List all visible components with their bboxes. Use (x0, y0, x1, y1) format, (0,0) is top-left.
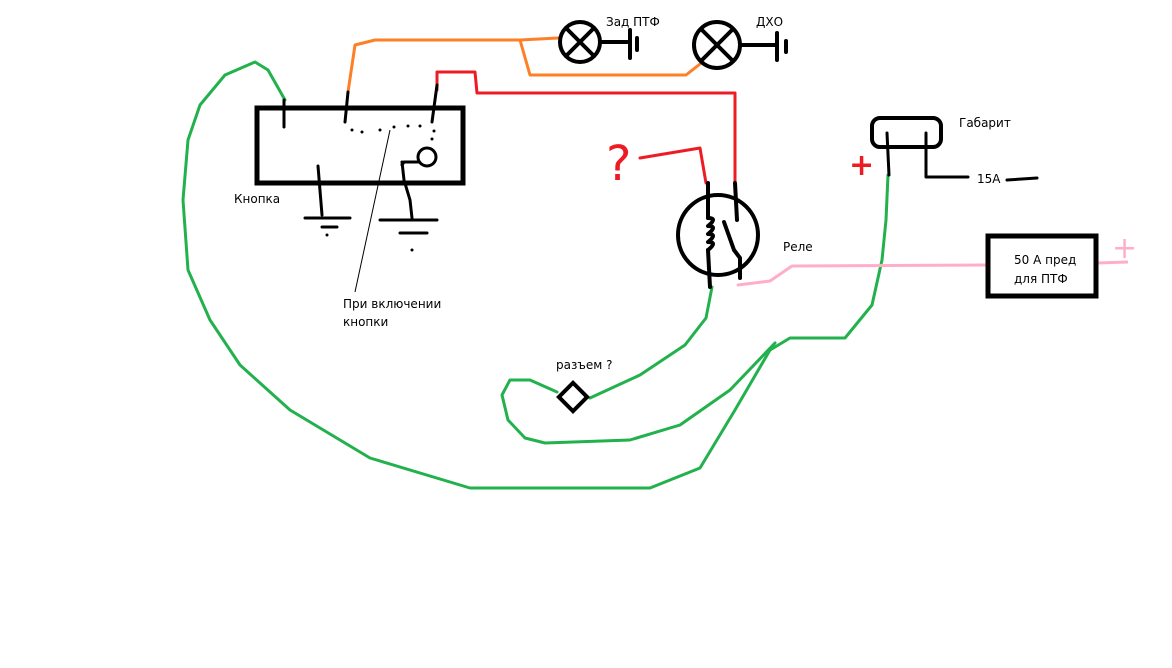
button-internals (282, 83, 439, 235)
rear-fog-lamp-icon (558, 20, 639, 64)
plus-pink: + (1112, 231, 1137, 266)
label-fuse-50-1: 50 А пред (1014, 253, 1076, 267)
question-mark: ? (606, 136, 631, 192)
plus-red: + (849, 148, 874, 183)
green-wire-relay (588, 285, 714, 400)
button-contact-dots (325, 124, 436, 252)
relay-icon (676, 181, 760, 289)
marker-lamp-pins (885, 131, 1039, 182)
label-fuse-15: 15А (977, 172, 1001, 186)
button-box (254, 105, 466, 186)
label-marker-lamp: Габарит (959, 116, 1011, 130)
label-when-on-1: При включении (343, 297, 441, 311)
label-relay: Реле (783, 240, 813, 254)
label-fuse-50-2: для ПТФ (1014, 272, 1068, 286)
red-wire-unknown (638, 146, 708, 185)
pink-wire-out (1096, 260, 1129, 265)
green-wire-loop (500, 341, 777, 445)
label-when-on-2: кнопки (343, 315, 388, 329)
green-wire-main (181, 60, 890, 490)
orange-wire (346, 36, 560, 94)
pointer-line (354, 129, 391, 293)
label-button: Кнопка (234, 192, 280, 206)
pink-wire (736, 263, 989, 287)
marker-lamp-icon (870, 116, 943, 149)
label-connector: разъем ? (556, 358, 612, 372)
fuse-50a-box (985, 233, 1099, 299)
red-wire (435, 70, 737, 187)
drl-lamp-icon (692, 20, 788, 70)
label-drl: ДХО (756, 15, 783, 29)
connector-icon (556, 380, 590, 414)
orange-wire-drl (518, 38, 702, 77)
label-rear-fog: Зад ПТФ (606, 15, 660, 29)
